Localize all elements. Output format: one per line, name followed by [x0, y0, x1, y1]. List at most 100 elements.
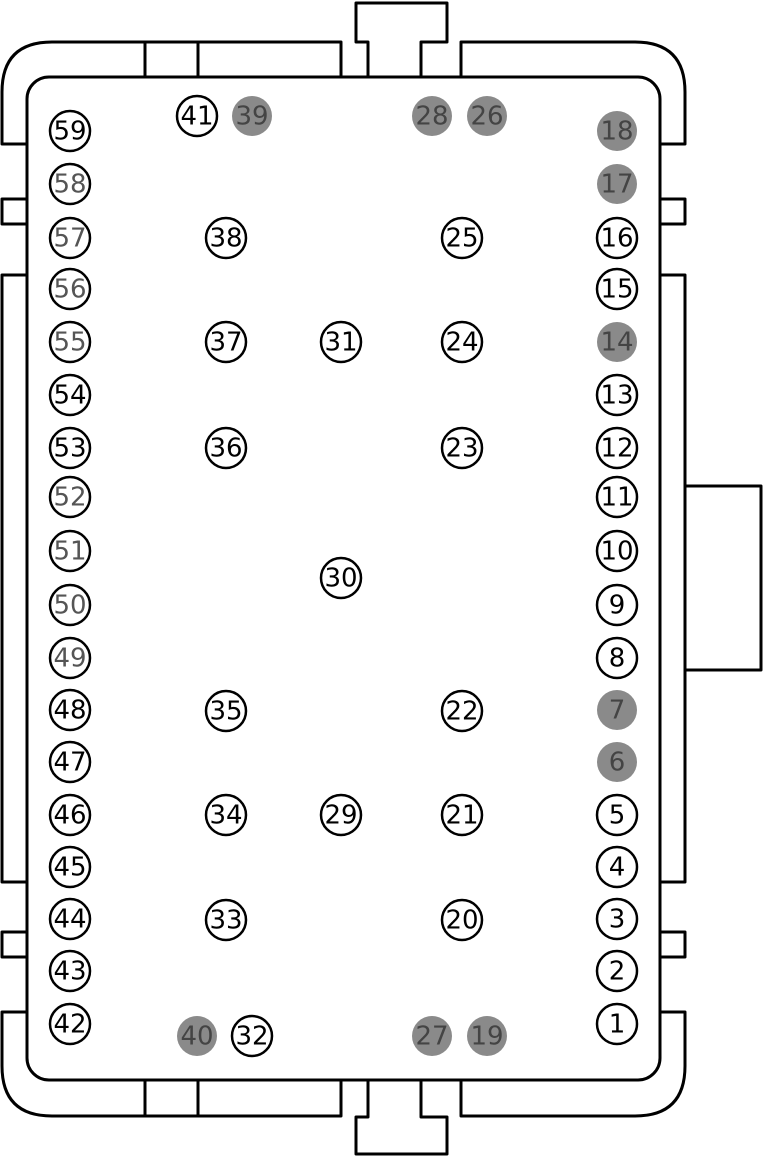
pin-empty-circle — [595, 216, 639, 260]
pin-15: 15 — [595, 267, 639, 311]
pin-19: 19 — [467, 1016, 507, 1056]
pin-empty-circle — [319, 556, 363, 600]
bottom-key-tab — [354, 1080, 449, 1156]
pin-label: 56 — [53, 275, 86, 305]
pin-48: 48 — [48, 688, 92, 732]
left-upper-latch — [0, 197, 27, 226]
pin-31: 31 — [319, 320, 363, 364]
pin-label: 41 — [180, 102, 213, 132]
pin-36: 36 — [204, 426, 248, 470]
pin-43: 43 — [48, 949, 92, 993]
pin-label: 36 — [209, 434, 242, 464]
pin-label: 48 — [53, 696, 86, 726]
pin-8: 8 — [595, 636, 639, 680]
pin-27: 27 — [412, 1016, 452, 1056]
pin-32: 32 — [230, 1014, 274, 1058]
pin-label: 1 — [609, 1010, 626, 1040]
pin-empty-circle — [48, 897, 92, 941]
pin-52: 52 — [48, 475, 92, 519]
pin-7: 7 — [597, 690, 637, 730]
pin-empty-circle — [230, 1014, 274, 1058]
pin-label: 7 — [609, 696, 626, 726]
pin-39: 39 — [232, 96, 272, 136]
pin-filled-circle — [597, 111, 637, 151]
pin-empty-circle — [595, 583, 639, 627]
pin-label: 9 — [609, 591, 626, 621]
pin-label: 19 — [470, 1022, 503, 1052]
pin-54: 54 — [48, 373, 92, 417]
pin-label: 26 — [470, 102, 503, 132]
pin-empty-circle — [48, 583, 92, 627]
pin-18: 18 — [597, 111, 637, 151]
pin-empty-circle — [440, 898, 484, 942]
pin-34: 34 — [204, 793, 248, 837]
shell-top-left-rib — [143, 42, 200, 77]
pin-23: 23 — [440, 426, 484, 470]
pin-label: 28 — [415, 102, 448, 132]
pin-empty-circle — [48, 320, 92, 364]
pin-filled-circle — [597, 742, 637, 782]
pin-37: 37 — [204, 320, 248, 364]
pin-5: 5 — [595, 793, 639, 837]
right-lower-latch — [660, 930, 687, 959]
pin-51: 51 — [48, 529, 92, 573]
pin-4: 4 — [595, 845, 639, 889]
pin-label: 23 — [445, 434, 478, 464]
pin-empty-circle — [204, 320, 248, 364]
pin-label: 47 — [53, 748, 86, 778]
pin-label: 25 — [445, 224, 478, 254]
pin-49: 49 — [48, 636, 92, 680]
pin-empty-circle — [595, 475, 639, 519]
pin-empty-circle — [204, 689, 248, 733]
pin-empty-circle — [48, 1002, 92, 1046]
pin-41: 41 — [175, 94, 219, 138]
pin-label: 59 — [53, 117, 86, 147]
pin-empty-circle — [48, 740, 92, 784]
pin-filled-circle — [467, 96, 507, 136]
pin-empty-circle — [595, 897, 639, 941]
pin-empty-circle — [48, 426, 92, 470]
pin-label: 24 — [445, 328, 478, 358]
pin-label: 32 — [235, 1022, 268, 1052]
pin-label: 21 — [445, 801, 478, 831]
pin-label: 43 — [53, 957, 86, 987]
pin-empty-circle — [595, 267, 639, 311]
pin-label: 14 — [600, 328, 633, 358]
pin-38: 38 — [204, 216, 248, 260]
pin-empty-circle — [440, 793, 484, 837]
pin-empty-circle — [48, 845, 92, 889]
pin-empty-circle — [440, 216, 484, 260]
top-key-tab — [354, 1, 449, 77]
pin-label: 46 — [53, 801, 86, 831]
left-side-rail — [0, 273, 27, 884]
pin-1: 1 — [595, 1002, 639, 1046]
pin-filled-circle — [467, 1016, 507, 1056]
pin-label: 50 — [53, 591, 86, 621]
pin-filled-circle — [412, 1016, 452, 1056]
pin-empty-circle — [595, 1002, 639, 1046]
pin-label: 52 — [53, 483, 86, 513]
pin-53: 53 — [48, 426, 92, 470]
pin-empty-circle — [48, 793, 92, 837]
pin-label: 45 — [53, 853, 86, 883]
pin-label: 8 — [609, 644, 626, 674]
pin-filled-circle — [597, 322, 637, 362]
pin-12: 12 — [595, 426, 639, 470]
connector-body — [25, 75, 662, 1082]
pin-label: 57 — [53, 224, 86, 254]
pin-9: 9 — [595, 583, 639, 627]
pin-label: 4 — [609, 853, 626, 883]
pin-empty-circle — [204, 216, 248, 260]
pin-empty-circle — [595, 636, 639, 680]
pin-label: 3 — [609, 905, 626, 935]
pin-empty-circle — [595, 529, 639, 573]
pin-6: 6 — [597, 742, 637, 782]
pin-empty-circle — [595, 845, 639, 889]
pin-label: 37 — [209, 328, 242, 358]
pin-50: 50 — [48, 583, 92, 627]
pin-label: 5 — [609, 801, 626, 831]
right-side-rail — [660, 273, 687, 884]
pin-empty-circle — [48, 267, 92, 311]
pin-label: 31 — [324, 328, 357, 358]
